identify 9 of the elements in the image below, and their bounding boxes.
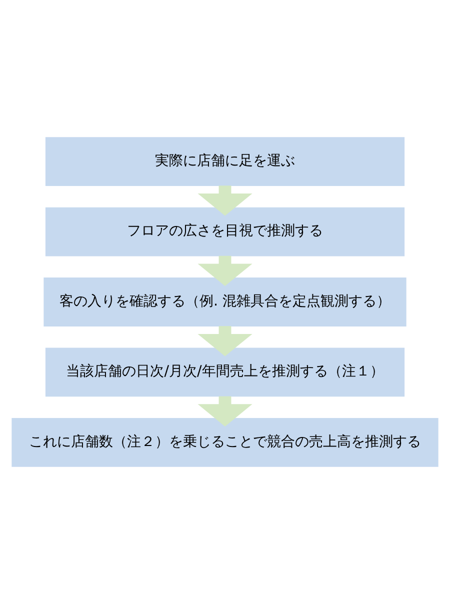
- arrow: [198, 326, 252, 356]
- node-box: フロアの広さを目視で推測する: [45, 206, 405, 256]
- node-box: 実際に店舗に足を運ぶ: [45, 136, 405, 186]
- node-box: 客の入りを確認する（例. 混雑具合を定点観測する）: [44, 277, 406, 326]
- arrow: [198, 396, 252, 426]
- node-box: これに店舗数（注２）を乗じることで競合の売上高を推測する: [12, 418, 438, 466]
- node-box: 当該店舗の日次/月次/年間売上を推測する（注１）: [45, 347, 405, 396]
- arrow: [198, 255, 252, 286]
- arrow: [198, 185, 252, 216]
